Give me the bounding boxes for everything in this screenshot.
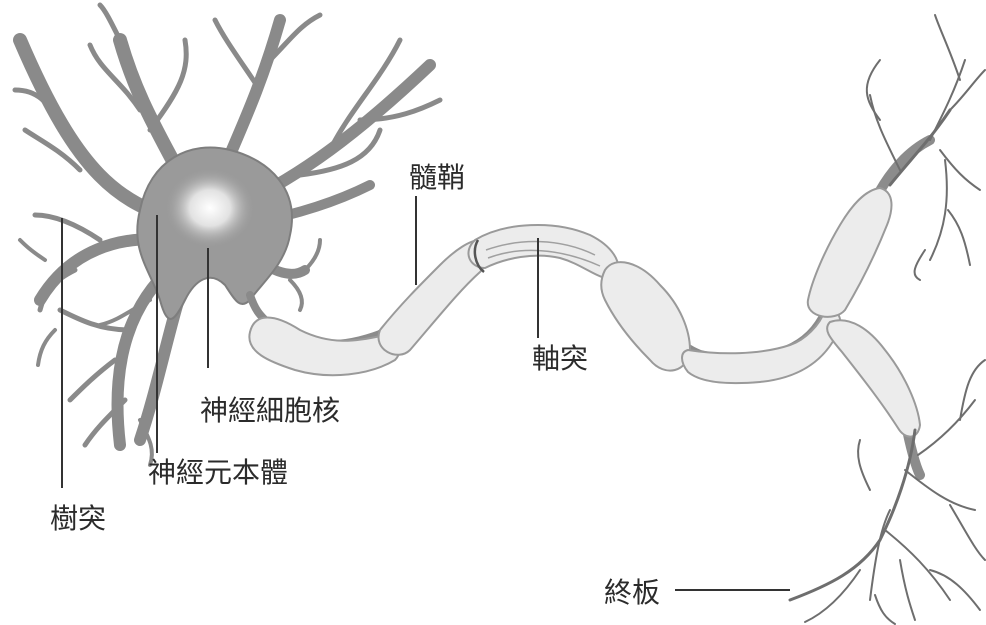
- nucleus: [165, 168, 255, 248]
- label-cell-body: 神經元本體: [148, 456, 288, 489]
- label-nucleus: 神經細胞核: [200, 394, 340, 427]
- label-axon: 軸突: [532, 342, 588, 375]
- label-dendrite: 樹突: [50, 502, 106, 535]
- myelin-sheath: [249, 188, 920, 437]
- label-myelin-sheath: 髓鞘: [409, 161, 465, 194]
- label-terminal: 終板: [604, 576, 660, 609]
